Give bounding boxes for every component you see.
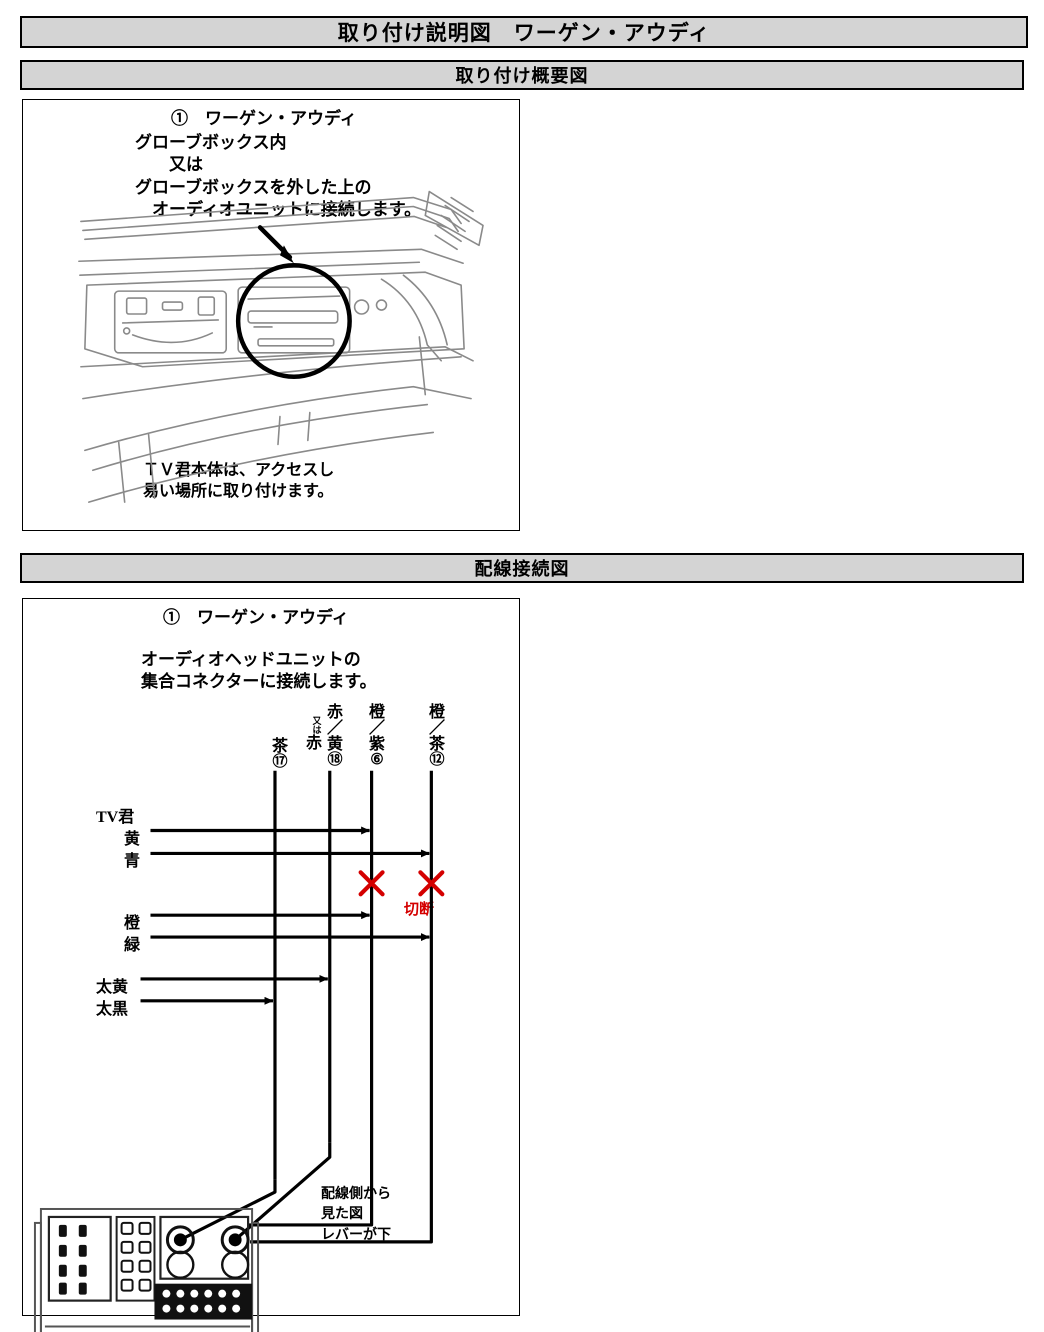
wiring-body-text: オーディオヘッドユニットの 集合コネクターに接続します。 [141,650,377,692]
bus-label-17: 茶 ⑰ [270,739,290,770]
drop-wire-6 [247,1206,374,1227]
bus-label-12-color: 橙／茶 [428,704,445,753]
overview-panel: ① ワーゲン・アウディ グローブボックス内 又は グローブボックスを外した上の … [22,99,520,531]
cut-label: 切断 [404,902,435,918]
connector-pin-18 [228,1233,242,1247]
drop-wire-12 [250,1206,433,1244]
source-label-thick-black: 太黒 [96,1001,129,1018]
connector-pin-17 [173,1233,187,1247]
pointer-arrow [257,225,294,264]
section-header-overview: 取り付け概要図 [20,60,1024,90]
overview-body-text: グローブボックス内 又は グローブボックスを外した上の オーディオユニットに接続… [135,133,422,220]
source-label-tv: TV君 [96,809,135,826]
section-header-wiring: 配線接続図 [20,553,1024,583]
bus-label-18: 赤／黄 ⑱ [325,705,345,768]
wiring-heading: ① ワーゲン・アウディ [163,608,349,627]
main-title-text: 取り付け説明図 ワーゲン・アウディ [337,21,711,45]
bus-label-12-number: ⑫ [429,752,445,768]
bus-label-6-number: ⑥ [370,752,384,768]
cut-marker-group [358,870,445,897]
bus-label-12: 橙／茶 ⑫ [427,705,447,768]
main-title-bar: 取り付け説明図 ワーゲン・アウディ [20,16,1028,48]
drop-wire-18 [234,1142,332,1242]
bus-label-17-number: ⑰ [272,754,288,770]
bus-label-6-color: 橙／紫 [368,704,385,753]
car-dashboard-illustration [78,190,484,503]
section-header-overview-text: 取り付け概要図 [455,66,589,86]
cut-marker-12 [418,870,445,897]
connector-body [33,1207,260,1332]
section-header-wiring-text: 配線接続図 [474,559,570,579]
bus-label-6: 橙／紫 ⑥ [367,705,387,768]
bus-label-18-alt-word: 又は [312,716,322,735]
source-label-orange: 橙 [124,915,141,932]
cut-marker-6 [358,870,385,897]
highlight-circle [235,262,352,379]
bus-label-18-number: ⑱ [327,752,343,768]
source-label-thick-yellow: 太黄 [96,979,129,996]
connector-view-note: 配線側から 見た図 レバーが下 [321,1187,391,1243]
bus-label-18-alt-prefix: 赤 [306,735,323,752]
drop-wire-17 [179,1179,277,1242]
wiring-panel: ① ワーゲン・アウディ オーディオヘッドユニットの 集合コネクターに接続します。… [22,598,520,1332]
wiring-schematic [33,770,445,1332]
source-label-yellow: 黄 [124,831,141,848]
source-label-blue: 青 [124,853,141,870]
bus-label-17-color: 茶 [271,738,288,755]
overview-heading: ① ワーゲン・アウディ [171,109,357,128]
bus-label-18-color: 赤／黄 [326,704,343,753]
source-label-green: 緑 [124,937,141,954]
